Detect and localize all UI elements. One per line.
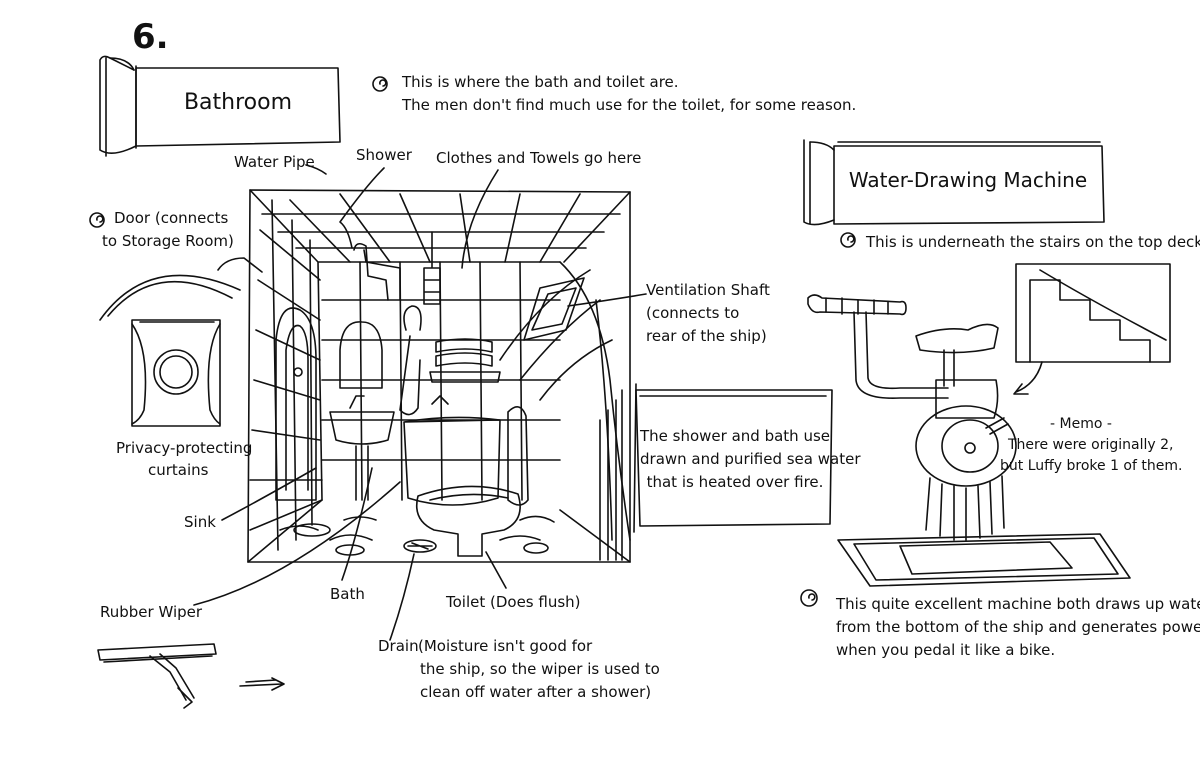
label-bath: Bath <box>330 585 365 603</box>
memo-line-2: but Luffy broke 1 of them. <box>1000 458 1183 474</box>
label-privacy-line-1: Privacy-protecting <box>116 439 253 457</box>
label-clothes-towels: Clothes and Towels go here <box>436 149 642 167</box>
curtain-inset-drawing <box>99 274 241 427</box>
water-note-line-1: The shower and bath use <box>640 427 831 445</box>
label-rubber-wiper: Rubber Wiper <box>100 603 203 621</box>
drain-note-line-2: the ship, so the wiper is used to <box>420 660 660 678</box>
label-privacy-line-2: curtains <box>148 461 209 479</box>
machine-desc-line-1: This quite excellent machine both draws … <box>836 595 1200 613</box>
machine-title-scroll <box>803 139 1105 226</box>
machine-drawing <box>807 263 1171 587</box>
bathroom-room-drawing <box>247 189 631 563</box>
machine-location-note: This is underneath the stairs on the top… <box>866 233 1200 251</box>
machine-desc-line-3: when you pedal it like a bike. <box>836 641 1056 659</box>
label-drain: Drain <box>378 637 419 655</box>
label-vent-line-3: rear of the ship) <box>646 327 767 345</box>
label-door-line-2: to Storage Room) <box>102 232 234 250</box>
label-sink: Sink <box>184 513 216 531</box>
drain-note-line-1: (Moisture isn't good for <box>418 637 593 655</box>
memo-heading: - Memo - <box>1050 416 1112 432</box>
label-vent-line-2: (connects to <box>646 304 740 322</box>
label-water-pipe: Water Pipe <box>234 153 315 171</box>
label-toilet: Toilet (Does flush) <box>446 593 581 611</box>
label-vent-line-1: Ventilation Shaft <box>646 281 770 299</box>
memo-line-1: There were originally 2, <box>1008 437 1174 453</box>
machine-desc-line-2: from the bottom of the ship and generate… <box>836 618 1200 636</box>
drain-note-line-3: clean off water after a shower) <box>420 683 652 701</box>
bathroom-note-line-1: This is where the bath and toilet are. <box>402 73 679 91</box>
machine-title: Water-Drawing Machine <box>848 168 1088 192</box>
water-note-line-2: drawn and purified sea water <box>640 450 861 468</box>
label-door-line-1: Door (connects <box>114 209 229 227</box>
page-number: 6. <box>132 17 169 57</box>
water-note-line-3: that is heated over fire. <box>646 473 824 491</box>
bathroom-title-scroll <box>99 55 341 157</box>
label-shower: Shower <box>356 146 412 164</box>
water-note-box <box>633 383 833 533</box>
bathroom-note-line-2: The men don't find much use for the toil… <box>402 96 857 114</box>
bathroom-title: Bathroom <box>183 90 293 115</box>
rubber-wiper-drawing <box>97 643 285 709</box>
